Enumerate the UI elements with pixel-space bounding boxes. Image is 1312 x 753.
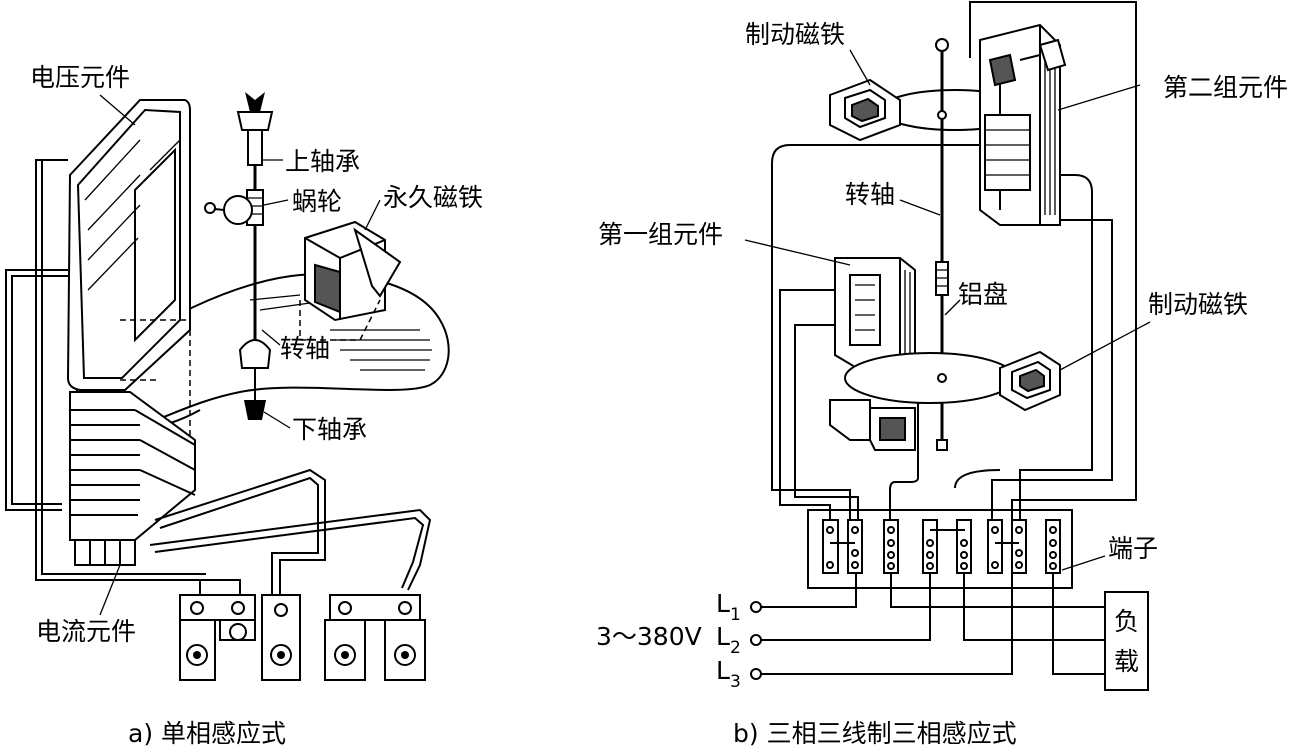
label-brake-magnet-right: 制动磁铁 [1148,290,1248,319]
label-shaft-right: 转轴 [845,180,895,209]
label-phase-l1: L1 [716,589,741,625]
label-permanent-magnet: 永久磁铁 [383,183,483,212]
current-element-core [69,391,196,541]
label-aluminum-disc: 铝盘 [958,280,1008,309]
terminal-block-left-2 [261,594,301,681]
label-lower-bearing: 下轴承 [292,415,367,444]
label-load-1: 负 [1114,607,1139,636]
label-second-group: 第二组元件 [1163,73,1288,102]
terminal-strip [822,519,1061,574]
load-box [1104,591,1149,691]
terminal-box [807,509,1073,589]
label-upper-bearing: 上轴承 [285,147,360,176]
upper-bearing-shape [236,111,274,131]
label-load-2: 载 [1114,647,1139,676]
label-voltage-element: 电压元件 [30,63,130,92]
terminal-block-left-1 [179,594,256,681]
label-phase-l2: L2 [716,622,741,658]
label-first-group: 第一组元件 [598,220,723,249]
caption-right: b) 三相三线制三相感应式 [733,719,1017,748]
lower-bearing-shape [244,400,266,420]
phase-l1-node [750,601,762,613]
lower-disc [844,352,1016,404]
voltage-element-body [66,99,191,391]
label-shaft-left: 转轴 [280,334,330,363]
label-voltage: 3～380V [596,622,702,651]
phase-l3-node [750,668,762,680]
label-brake-magnet-top: 制动磁铁 [745,20,845,49]
phase-l2-node [750,634,762,646]
label-terminals: 端子 [1108,534,1158,563]
terminal-block-left-3 [324,594,426,681]
label-phase-l3: L3 [716,656,741,692]
label-worm-gear: 蜗轮 [292,187,342,216]
three-phase-meter-illustration [744,1,1151,691]
single-phase-meter-illustration [5,92,450,681]
shaft-collar-left [238,339,272,369]
caption-left: a) 单相感应式 [128,719,286,748]
label-current-element: 电流元件 [36,617,136,646]
